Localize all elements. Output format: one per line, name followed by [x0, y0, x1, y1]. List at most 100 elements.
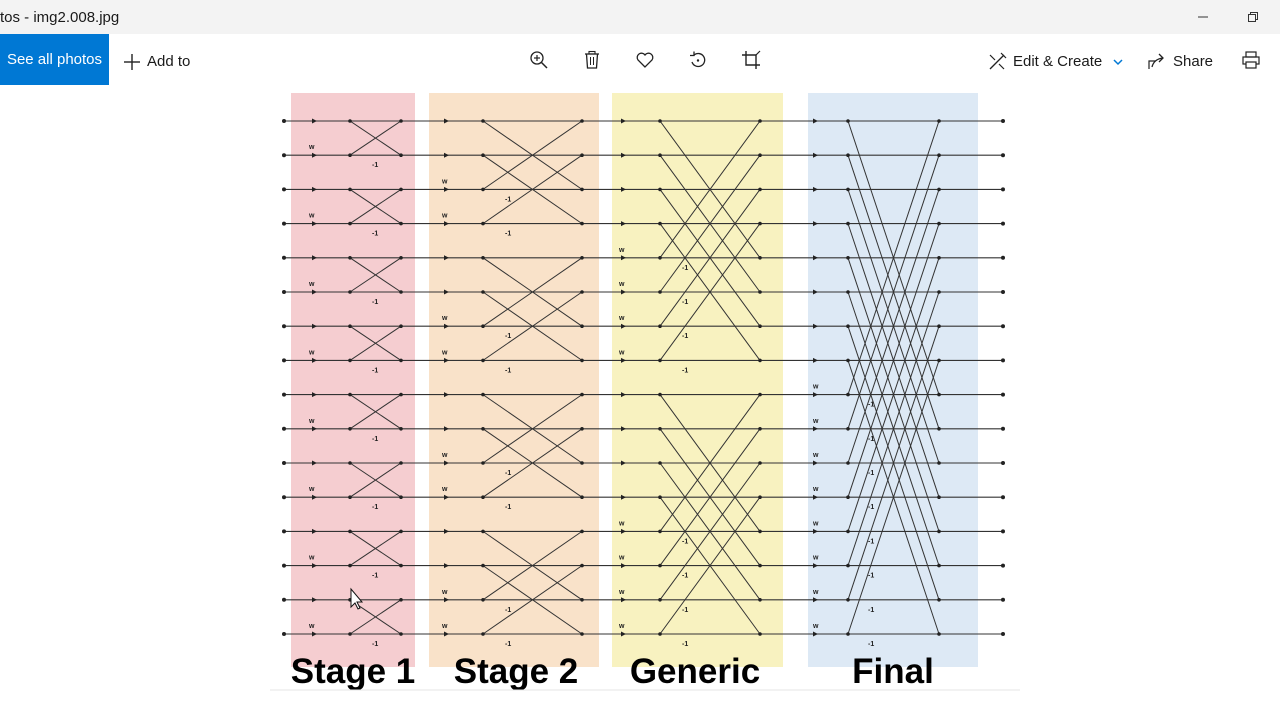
flow-arrow — [813, 426, 818, 432]
see-all-photos-button[interactable]: See all photos — [0, 34, 109, 85]
final-cross-line — [847, 291, 940, 566]
flow-arrow — [444, 597, 449, 603]
share-icon[interactable] — [1144, 50, 1168, 74]
flow-arrow — [621, 118, 626, 124]
flow-arrow — [444, 392, 449, 398]
title-bar: tos - img2.008.jpg — [0, 0, 1280, 34]
final-node — [846, 495, 850, 500]
flow-arrow — [444, 221, 449, 227]
twiddle-label: w — [618, 315, 625, 322]
stage1-node — [399, 119, 403, 123]
output-node — [1001, 153, 1005, 158]
stage1-node — [399, 598, 403, 602]
final-node — [937, 358, 941, 363]
flow-arrow — [312, 392, 317, 398]
twiddle-label: w — [812, 486, 819, 493]
negation-label: -1 — [682, 333, 688, 340]
generic-node — [758, 358, 762, 363]
final-node — [937, 221, 941, 226]
twiddle-label: w — [441, 486, 448, 493]
delete-icon[interactable] — [580, 48, 604, 72]
input-node — [282, 461, 286, 465]
stage2-cross-line — [482, 154, 583, 225]
print-icon[interactable] — [1239, 48, 1263, 72]
twiddle-label: w — [618, 589, 625, 596]
crop-icon[interactable] — [739, 48, 763, 72]
favorite-icon[interactable] — [633, 48, 657, 72]
twiddle-label: w — [618, 555, 625, 562]
stage1-node — [348, 324, 352, 328]
twiddle-label: w — [812, 555, 819, 562]
flow-arrow — [813, 152, 818, 158]
add-icon[interactable] — [120, 50, 144, 74]
final-node — [846, 461, 850, 465]
add-to-button[interactable]: Add to — [147, 53, 191, 70]
flow-arrow — [444, 494, 449, 500]
flow-arrow — [312, 186, 317, 192]
chevron-down-icon[interactable] — [1106, 50, 1130, 74]
stage2-cross-line — [482, 291, 583, 361]
final-node — [937, 529, 941, 534]
stage2-node — [481, 153, 485, 157]
twiddle-label: w — [618, 247, 625, 254]
final-cross-line — [847, 120, 940, 395]
flow-arrow — [813, 118, 818, 124]
twiddle-label: w — [441, 623, 448, 630]
twiddle-label: w — [308, 213, 315, 220]
minimize-button[interactable] — [1180, 0, 1226, 34]
share-button[interactable]: Share — [1173, 53, 1214, 70]
flow-arrow — [444, 631, 449, 637]
flow-arrow — [444, 255, 449, 261]
flow-arrow — [312, 289, 317, 295]
flow-arrow — [312, 494, 317, 500]
flow-arrow — [813, 289, 818, 295]
negation-label: -1 — [868, 641, 874, 648]
input-node — [282, 426, 286, 431]
restore-button[interactable] — [1230, 0, 1276, 34]
output-node — [1001, 221, 1005, 226]
input-node — [282, 358, 286, 363]
twiddle-label: w — [441, 213, 448, 220]
flow-arrow — [621, 186, 626, 192]
flow-arrow — [813, 528, 818, 534]
stage1-cross-line — [349, 394, 402, 430]
final-node — [937, 461, 941, 465]
generic-node — [758, 290, 762, 294]
generic-cross-line — [659, 496, 761, 635]
final-node — [846, 187, 850, 192]
stage2-cross-line — [482, 394, 583, 464]
flow-arrow — [312, 563, 317, 569]
band-final — [808, 93, 978, 667]
input-node — [282, 290, 286, 294]
generic-node — [658, 632, 662, 636]
stage2-node — [580, 632, 584, 636]
stage2-node — [580, 153, 584, 157]
stage2-node — [580, 290, 584, 294]
output-node — [1001, 324, 1005, 329]
generic-node — [758, 324, 762, 328]
edit-create-button[interactable]: Edit & Create — [1013, 53, 1103, 70]
rotate-icon[interactable] — [686, 48, 710, 72]
flow-arrow — [621, 221, 626, 227]
negation-label: -1 — [682, 607, 688, 614]
output-node — [1001, 495, 1005, 500]
stage1-node — [399, 256, 403, 260]
stage1-cross-line — [349, 462, 402, 498]
twiddle-label: w — [618, 281, 625, 288]
stage1-node — [399, 324, 403, 328]
generic-node — [758, 495, 762, 500]
negation-label: -1 — [682, 299, 688, 306]
generic-node — [758, 256, 762, 260]
twiddle-label: w — [618, 520, 625, 527]
stage2-cross-line — [482, 120, 583, 190]
negation-label: -1 — [868, 504, 874, 511]
negation-label: -1 — [505, 641, 511, 648]
twiddle-label: w — [308, 418, 315, 425]
zoom-in-icon[interactable] — [527, 48, 551, 72]
final-node — [937, 153, 941, 157]
twiddle-label: w — [618, 349, 625, 356]
final-node — [846, 563, 850, 568]
output-node — [1001, 290, 1005, 294]
edit-create-icon[interactable] — [985, 50, 1009, 74]
toolbar: See all photos Add to Edit & Create Shar… — [0, 34, 1280, 90]
